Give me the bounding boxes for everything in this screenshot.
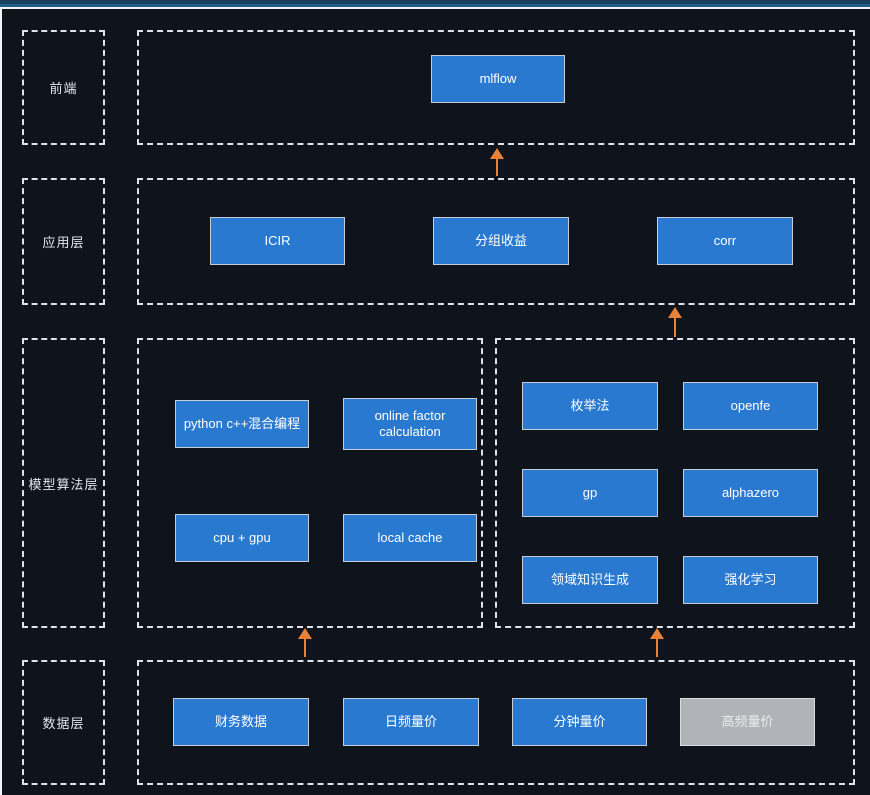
node-icir[interactable]: ICIR xyxy=(210,217,345,265)
node-reinforcement-learning[interactable]: 强化学习 xyxy=(683,556,818,604)
layer-label-model-algorithm[interactable]: 模型算法层 xyxy=(22,338,105,628)
arrow-head xyxy=(668,307,682,318)
node-cpu-gpu[interactable]: cpu + gpu xyxy=(175,514,309,562)
layer-label-frontend[interactable]: 前端 xyxy=(22,30,105,145)
node-label: 高频量价 xyxy=(721,713,774,729)
window-title-bar xyxy=(0,0,870,7)
layer-label-application[interactable]: 应用层 xyxy=(22,178,105,305)
arrow-head xyxy=(298,628,312,639)
node-alphazero[interactable]: alphazero xyxy=(683,469,818,517)
layer-label-data[interactable]: 数据层 xyxy=(22,660,105,785)
node-online-factor-calculation[interactable]: online factor calculation xyxy=(343,398,477,450)
node-openfe[interactable]: openfe xyxy=(683,382,818,430)
layer-container-model-right[interactable] xyxy=(495,338,855,628)
node-label: cpu + gpu xyxy=(213,529,271,545)
title-bar-divider xyxy=(0,7,870,9)
arrow-stem xyxy=(656,637,658,657)
node-label: 领域知识生成 xyxy=(550,571,629,587)
node-label: 分组收益 xyxy=(474,232,527,248)
node-financial-data[interactable]: 财务数据 xyxy=(173,698,309,746)
arrow-up-icon[interactable] xyxy=(668,307,682,337)
layer-label-text: 前端 xyxy=(49,81,78,96)
node-daily-volume-price[interactable]: 日频量价 xyxy=(343,698,479,746)
layer-container-data[interactable] xyxy=(137,660,855,785)
arrow-up-icon[interactable] xyxy=(650,628,664,657)
node-label: 财务数据 xyxy=(214,713,267,729)
layer-label-text: 应用层 xyxy=(42,235,85,250)
node-label: ICIR xyxy=(264,232,291,248)
node-label: mlflow xyxy=(479,70,517,86)
arrow-up-icon[interactable] xyxy=(490,148,504,176)
node-label: 日频量价 xyxy=(384,713,437,729)
layer-container-model-left[interactable] xyxy=(137,338,483,628)
node-enumeration[interactable]: 枚举法 xyxy=(522,382,658,430)
node-label: 分钟量价 xyxy=(553,713,606,729)
node-label: 强化学习 xyxy=(724,571,777,587)
node-domain-knowledge-generation[interactable]: 领域知识生成 xyxy=(522,556,658,604)
layer-label-text: 数据层 xyxy=(42,716,85,731)
node-label: online factor calculation xyxy=(374,407,446,439)
node-label: 枚举法 xyxy=(570,397,610,413)
node-label: alphazero xyxy=(721,484,780,500)
node-group-return[interactable]: 分组收益 xyxy=(433,217,569,265)
node-python-cpp-mixed[interactable]: python c++混合编程 xyxy=(175,400,309,448)
arrow-head xyxy=(650,628,664,639)
arrow-up-icon[interactable] xyxy=(298,628,312,657)
layer-label-text: 模型算法层 xyxy=(28,476,99,492)
node-label: gp xyxy=(582,484,598,500)
node-high-frequency-volume-price[interactable]: 高频量价 xyxy=(680,698,815,746)
node-label: openfe xyxy=(730,397,771,413)
node-label: corr xyxy=(713,232,737,248)
left-window-edge xyxy=(0,9,2,795)
node-minute-volume-price[interactable]: 分钟量价 xyxy=(512,698,647,746)
arrow-head xyxy=(490,148,504,159)
node-label: python c++混合编程 xyxy=(183,415,301,431)
node-mlflow[interactable]: mlflow xyxy=(431,55,565,103)
layer-container-frontend[interactable] xyxy=(137,30,855,145)
arrow-stem xyxy=(674,316,676,337)
node-gp[interactable]: gp xyxy=(522,469,658,517)
layer-container-application[interactable] xyxy=(137,178,855,305)
arrow-stem xyxy=(496,157,498,176)
node-corr[interactable]: corr xyxy=(657,217,793,265)
arrow-stem xyxy=(304,637,306,657)
node-label: local cache xyxy=(377,529,443,545)
node-local-cache[interactable]: local cache xyxy=(343,514,477,562)
